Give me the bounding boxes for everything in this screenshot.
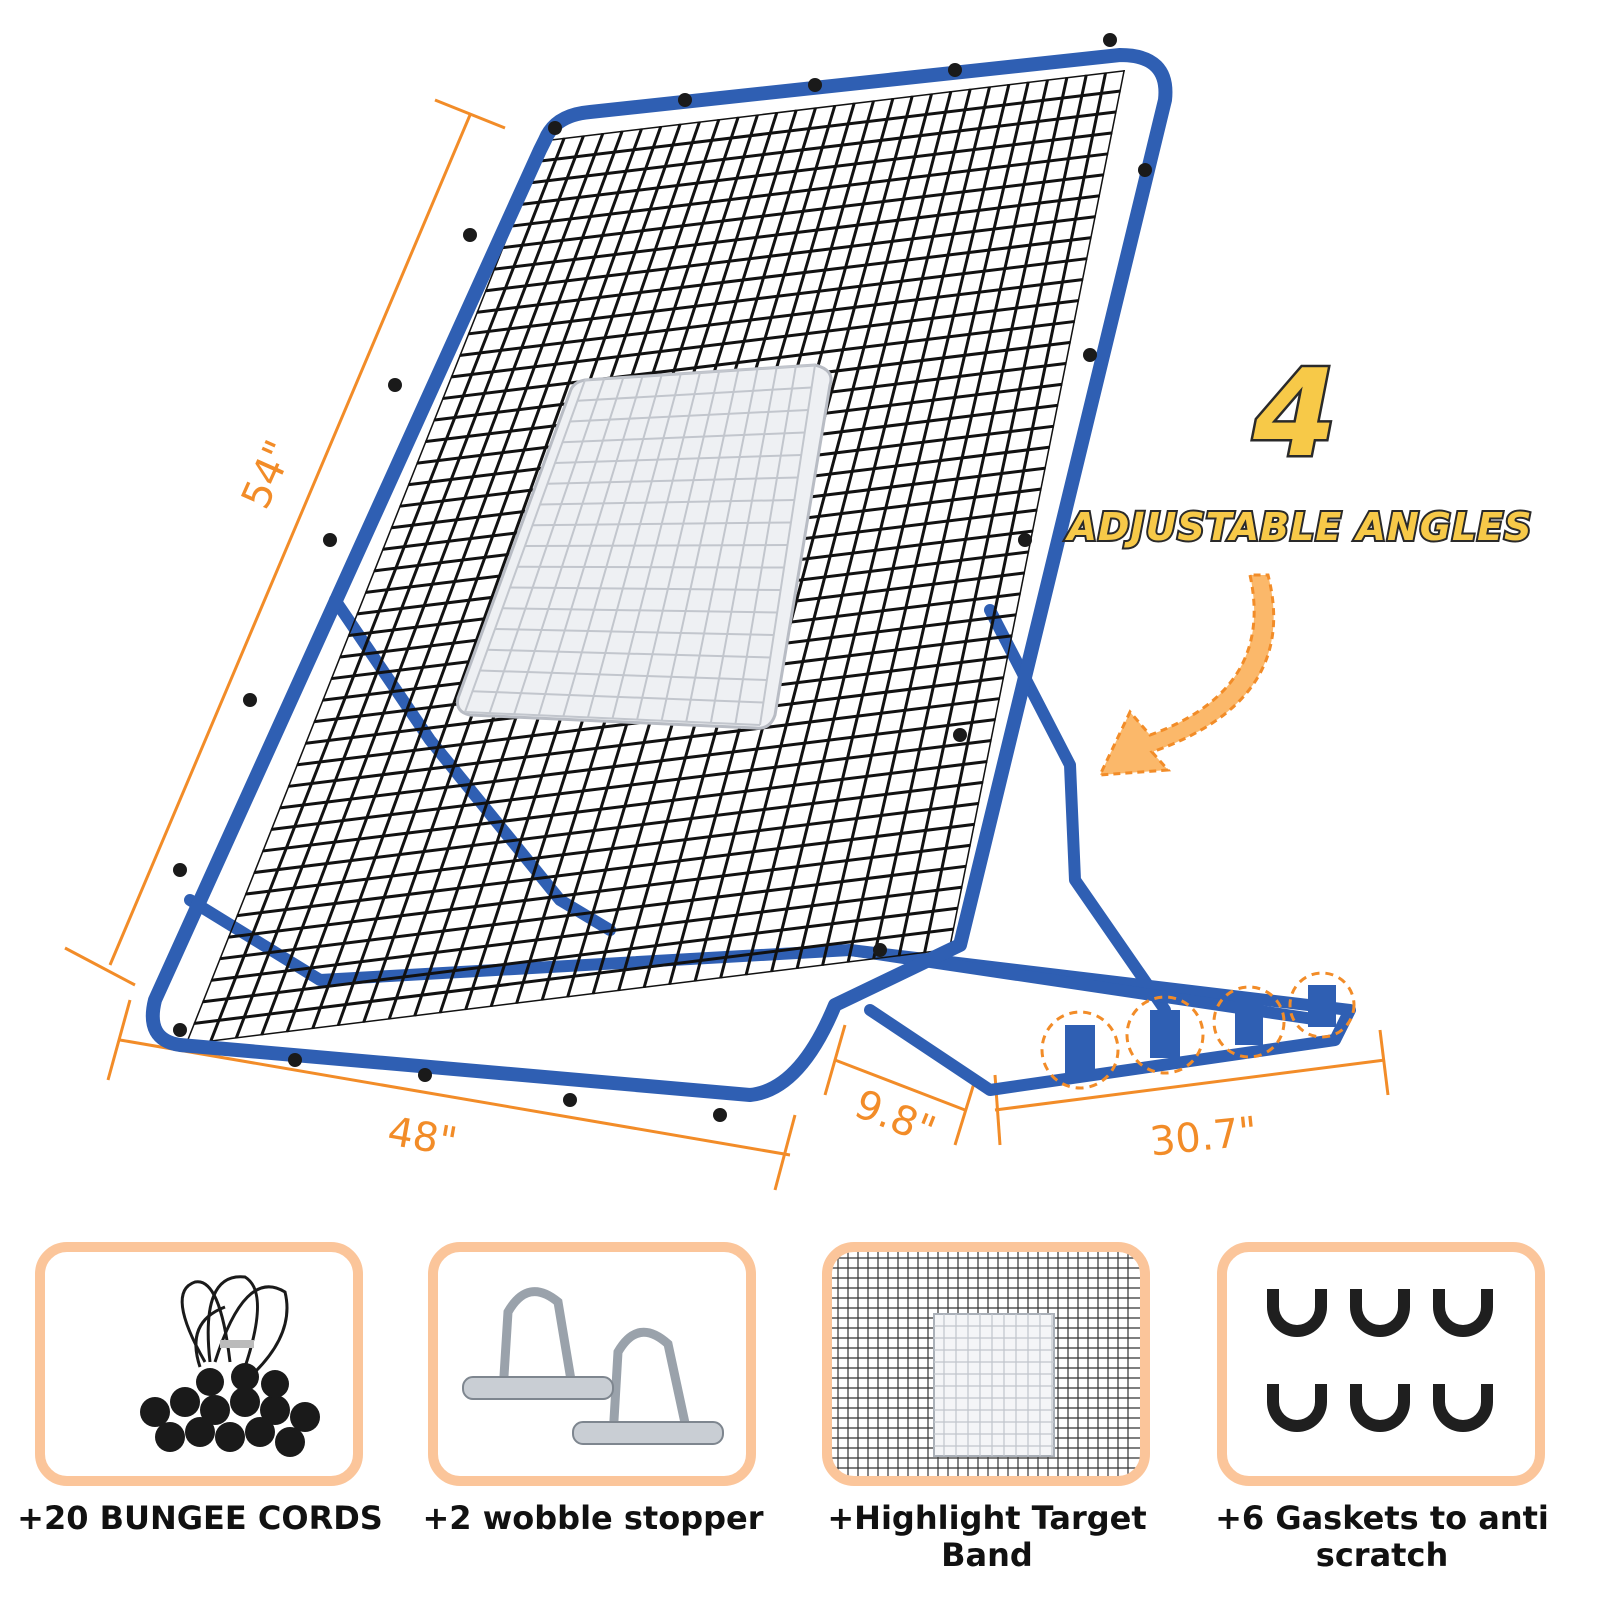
wobble-stopper-pins-icon [462, 1287, 724, 1445]
bungee-cords-icon [140, 1275, 320, 1457]
accessories-row: +20 BUNGEE CORDS +2 wobble stopper +High… [0, 1230, 1600, 1600]
accessory-label-wobble-stopper: +2 wobble stopper [422, 1499, 764, 1537]
adjustable-angles-text: ADJUSTABLE ANGLES [1064, 505, 1532, 549]
accessory-card-target-band [822, 1242, 1150, 1486]
adjustment-holes [1040, 971, 1356, 1090]
target-band [456, 363, 833, 730]
dimension-height-label: 54" [233, 434, 303, 516]
gaskets-icon [1267, 1289, 1493, 1432]
main-frame [145, 48, 1173, 1102]
accessory-label-bungee: +20 BUNGEE CORDS [17, 1499, 383, 1537]
curved-arrow-icon [1097, 573, 1276, 777]
accessory-label-target-band: +Highlight Target Band [827, 1499, 1147, 1574]
accessory-label-gaskets: +6 Gaskets to anti scratch [1215, 1499, 1549, 1574]
accessory-card-gaskets [1217, 1242, 1545, 1486]
rebounder-illustration: 54" 48" 9.8" 30.7" 4 ADJUSTABLE ANGLES [64, 33, 1534, 1191]
accessory-card-bungee [35, 1242, 363, 1486]
accessory-card-wobble-stopper [428, 1242, 756, 1486]
bungee-balls [173, 33, 1152, 1122]
dimension-base-long-label: 30.7" [1148, 1109, 1260, 1166]
dimension-base-short-label: 9.8" [848, 1081, 941, 1154]
support-frame [184, 594, 1356, 1096]
dimension-width-label: 48" [384, 1109, 460, 1166]
target-band-net-icon [832, 1252, 1140, 1476]
angle-count: 4 [1252, 345, 1337, 484]
